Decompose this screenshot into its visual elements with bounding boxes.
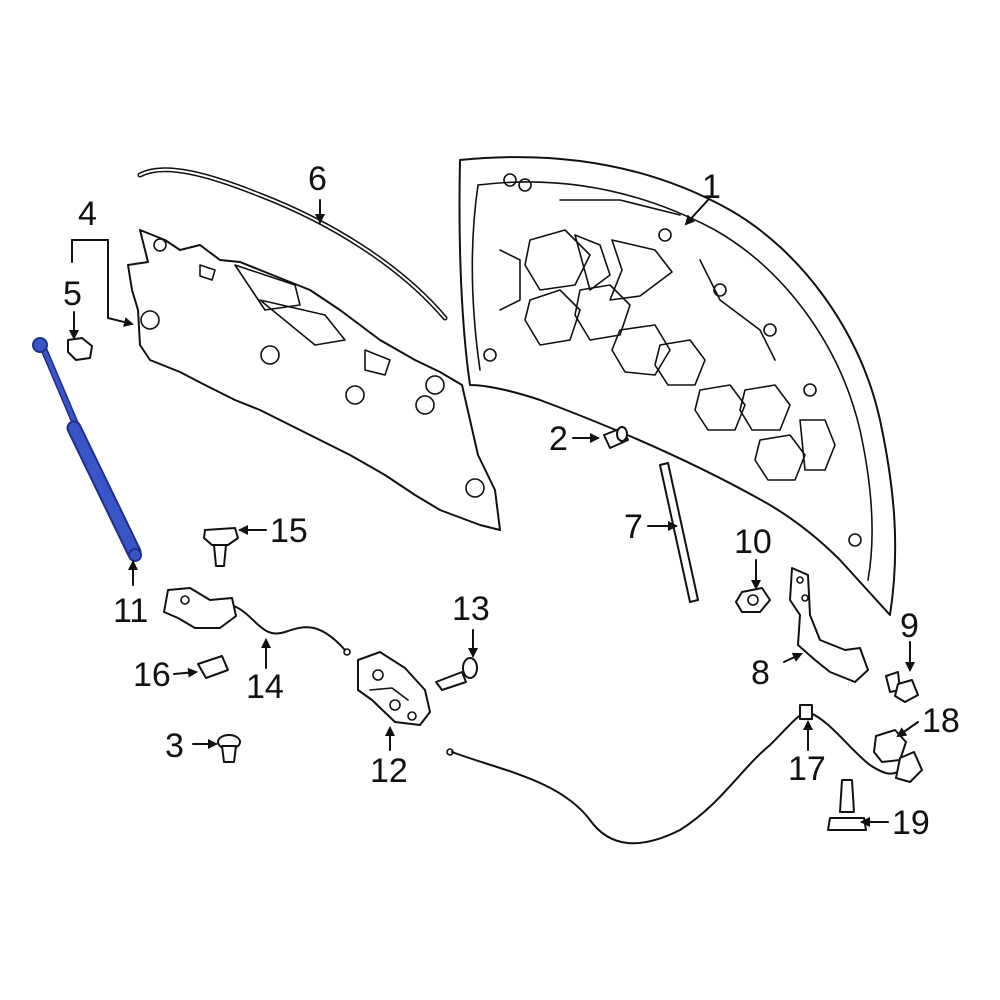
callout-15: 15 [270, 512, 308, 550]
callout-3: 3 [165, 727, 184, 765]
callout-5: 5 [63, 275, 82, 313]
part-latch-cable[interactable] [233, 605, 351, 656]
part-hood-insulator[interactable] [127, 229, 501, 531]
callout-1: 1 [702, 168, 721, 206]
part-cable-bracket-18[interactable] [873, 729, 923, 783]
callout-13: 13 [452, 590, 490, 628]
part-hood-seal[interactable] [137, 167, 448, 321]
part-bolt-19[interactable] [827, 779, 867, 831]
callout-7: 7 [624, 508, 643, 546]
part-clip-5[interactable] [67, 337, 93, 361]
part-hood-panel[interactable] [458, 156, 897, 616]
part-hood-latch[interactable] [357, 651, 431, 726]
part-bumper-3[interactable] [217, 734, 241, 763]
callout-labels: 1 2 3 4 5 6 7 8 9 10 11 12 13 14 15 16 1… [63, 160, 960, 842]
part-clip-16[interactable] [197, 655, 229, 679]
callout-19: 19 [892, 804, 930, 842]
callout-10: 10 [734, 523, 772, 561]
part-release-cable[interactable] [446, 704, 906, 845]
part-prop-rod[interactable] [659, 462, 699, 603]
callout-17: 17 [788, 750, 826, 788]
part-bolt-15[interactable] [203, 527, 239, 567]
callout-8: 8 [751, 654, 770, 692]
part-latch-bracket-14[interactable] [163, 587, 237, 629]
part-bolt-9[interactable] [885, 671, 919, 703]
part-hood-hinge[interactable] [789, 567, 869, 683]
callout-18: 18 [922, 702, 960, 740]
callout-2: 2 [549, 420, 568, 458]
callout-4: 4 [78, 195, 97, 233]
part-bolt-13[interactable] [435, 657, 478, 691]
part-nut-10[interactable] [735, 587, 771, 613]
callout-12: 12 [370, 752, 408, 790]
part-bumper-2[interactable] [603, 426, 629, 449]
callout-14: 14 [246, 668, 284, 706]
callout-9: 9 [900, 607, 919, 645]
callout-16: 16 [133, 656, 171, 694]
callout-6: 6 [308, 160, 327, 198]
leader-lines [69, 199, 919, 827]
part-hood-lift-support[interactable] [32, 337, 142, 562]
callout-11: 11 [113, 592, 148, 630]
